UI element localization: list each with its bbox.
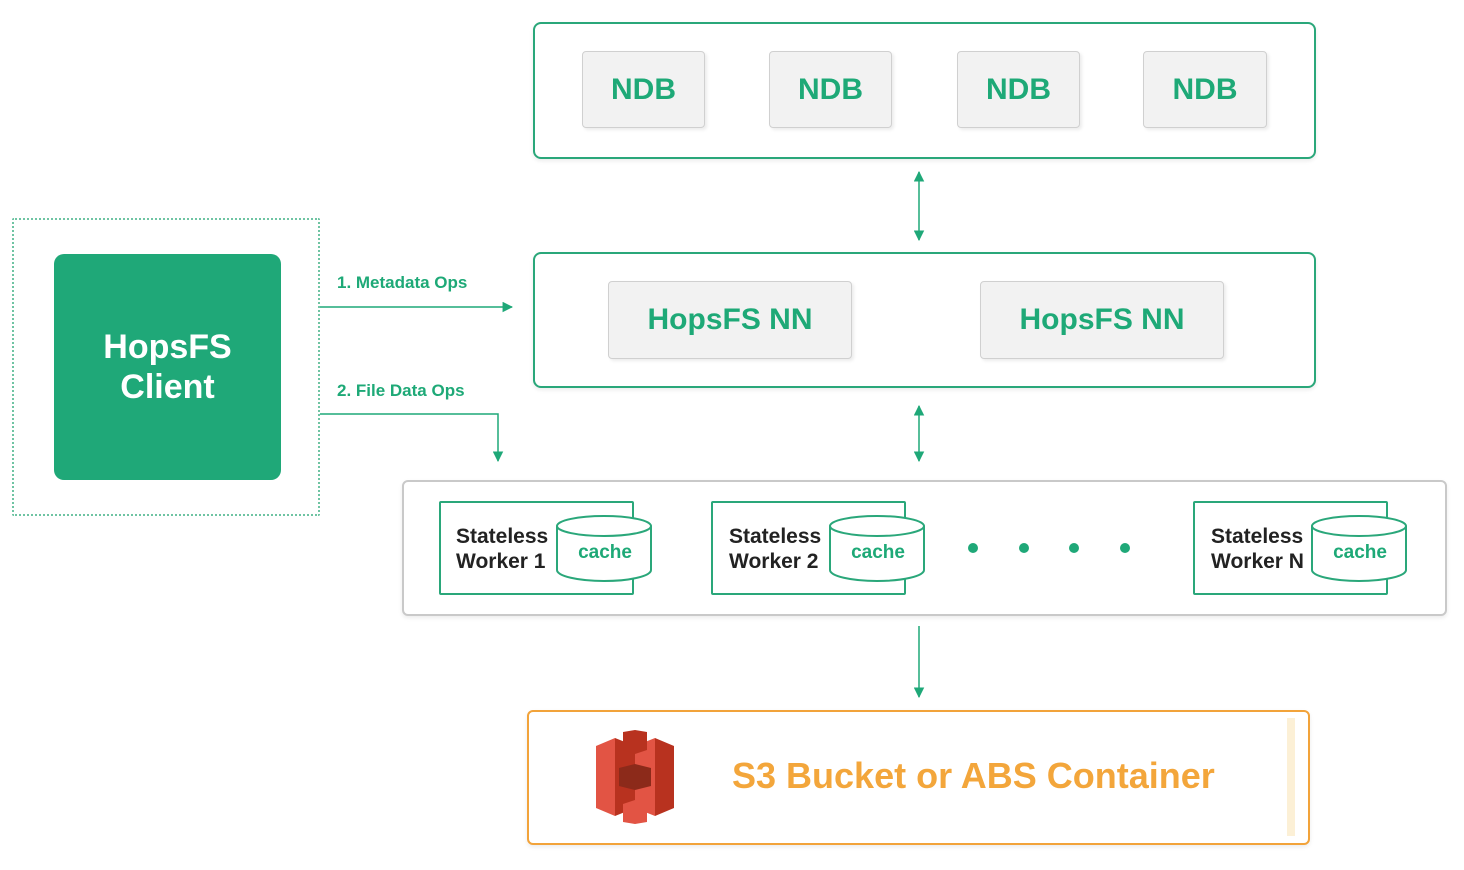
worker-label-line1: Stateless [1211,525,1304,548]
cache-cylinder-icon [829,515,925,582]
cache-cylinder-icon [1311,515,1407,582]
cache-label: cache [1333,542,1387,563]
ndb-node-4: NDB [1143,51,1267,128]
file-data-ops-arrow [320,413,504,463]
ndb-node-2: NDB [769,51,892,128]
cache-label: cache [851,542,905,563]
worker-label-line1: Stateless [729,525,822,548]
storage-panel-accent [1287,718,1295,836]
worker-label-line1: Stateless [456,525,549,548]
worker-label-line2: Worker 2 [729,550,819,573]
storage-label: S3 Bucket or ABS Container [732,755,1215,796]
client-label-line2: Client [120,368,215,406]
worker-label-line2: Worker 1 [456,550,546,573]
client-label-line1: HopsFS [103,328,232,366]
ellipsis-dot [968,543,978,553]
hopsfs-namenode-1: HopsFS NN [608,281,852,359]
hopsfs-namenode-2: HopsFS NN [980,281,1224,359]
file-data-ops-label: 2. File Data Ops [337,381,465,400]
worker-label-line2: Worker N [1211,550,1304,573]
ellipsis-dot [1069,543,1079,553]
worker-label: Stateless Worker 2 [729,524,821,574]
hopsfs-client: HopsFS Client [54,254,281,480]
worker-label: Stateless Worker N [1211,524,1304,574]
cache-cylinder-icon [556,515,652,582]
metadata-ops-label: 1. Metadata Ops [337,273,468,292]
client-outline [12,218,320,516]
ndb-node-3: NDB [957,51,1080,128]
worker-label: Stateless Worker 1 [456,524,548,574]
ndb-node-1: NDB [582,51,705,128]
ellipsis-dot [1120,543,1130,553]
aws-s3-icon [596,730,674,824]
cache-label: cache [578,542,632,563]
ellipsis-dot [1019,543,1029,553]
